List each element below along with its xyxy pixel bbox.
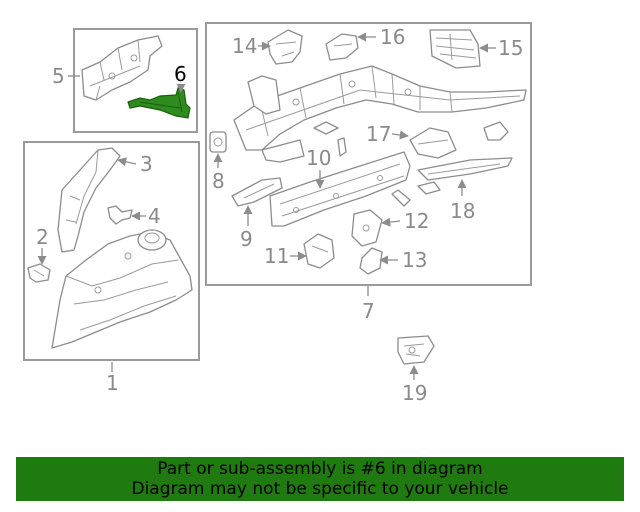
- part-19-bracket[interactable]: [397, 335, 435, 365]
- leader-lines: [37, 32, 496, 380]
- part-plate-small[interactable]: [313, 121, 339, 135]
- notice-banner: Part or sub-assembly is #6 in diagram Di…: [16, 457, 624, 501]
- callout-7: 7: [362, 299, 375, 323]
- part-small-block[interactable]: [483, 121, 509, 141]
- callout-11: 11: [264, 244, 289, 268]
- part-12-bracket[interactable]: [351, 209, 383, 247]
- part-7-rail-assembly[interactable]: [233, 65, 527, 163]
- banner-line-2: Diagram may not be specific to your vehi…: [131, 479, 509, 499]
- part-9-reinforcement[interactable]: [231, 177, 283, 207]
- part-18-strip[interactable]: [417, 157, 513, 181]
- callout-4: 4: [148, 204, 161, 228]
- part-3-rail[interactable]: [57, 147, 121, 253]
- part-stud-small[interactable]: [337, 137, 347, 157]
- part-2-bracket[interactable]: [27, 263, 51, 283]
- callout-9: 9: [240, 227, 253, 251]
- part-16-bracket[interactable]: [325, 33, 359, 61]
- callout-3: 3: [140, 152, 153, 176]
- callout-1: 1: [106, 371, 119, 395]
- callout-16: 16: [380, 25, 405, 49]
- part-1-wheelhouse[interactable]: [51, 229, 193, 349]
- part-17-bracket[interactable]: [409, 127, 457, 159]
- part-small-tab[interactable]: [417, 181, 441, 195]
- part-4-clip[interactable]: [107, 205, 133, 225]
- part-6-highlighted[interactable]: [127, 87, 191, 119]
- part-10-lower-rail[interactable]: [269, 151, 411, 227]
- callout-10: 10: [306, 146, 331, 170]
- callout-2: 2: [36, 225, 49, 249]
- callout-19: 19: [402, 381, 427, 405]
- callout-6: 6: [174, 62, 187, 86]
- callout-17: 17: [366, 122, 391, 146]
- part-5-bracket[interactable]: [81, 35, 163, 101]
- part-8-grommet[interactable]: [209, 131, 227, 153]
- part-13-bracket[interactable]: [359, 247, 383, 275]
- part-14-bracket[interactable]: [267, 29, 303, 65]
- callout-12: 12: [404, 209, 429, 233]
- part-small-hook[interactable]: [391, 189, 411, 207]
- callout-18: 18: [450, 199, 475, 223]
- group-box-7: [205, 22, 532, 286]
- callout-15: 15: [498, 36, 523, 60]
- banner-line-1: Part or sub-assembly is #6 in diagram: [157, 459, 483, 479]
- callout-14: 14: [232, 34, 257, 58]
- callout-8: 8: [212, 169, 225, 193]
- part-11-bracket[interactable]: [303, 233, 335, 269]
- callout-5: 5: [52, 64, 65, 88]
- callout-13: 13: [402, 248, 427, 272]
- part-15-panel[interactable]: [429, 29, 481, 69]
